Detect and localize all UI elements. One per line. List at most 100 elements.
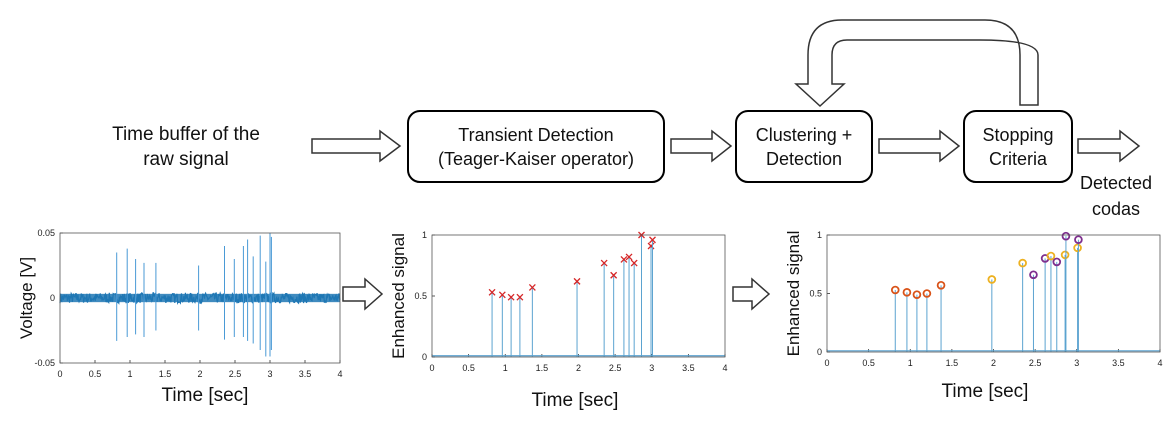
x-tick-label: 2.5 xyxy=(229,369,242,379)
raw-signal-xlabel: Time [sec] xyxy=(161,385,249,406)
x-tick-label: 1 xyxy=(127,369,132,379)
clustered-signal-xlabel: Time [sec] xyxy=(941,381,1029,402)
x-tick-label: 3.5 xyxy=(682,363,695,373)
plot-frame xyxy=(826,234,1161,353)
x-tick-label: 2 xyxy=(197,369,202,379)
x-marker-stroke xyxy=(625,253,633,261)
x-marker-stroke xyxy=(507,293,515,301)
data-point-x xyxy=(507,293,515,301)
x-tick-label: 1.5 xyxy=(159,369,172,379)
data-point-x xyxy=(620,255,628,263)
data-point-circle xyxy=(890,285,900,295)
output-label: Detected codas xyxy=(1070,170,1162,222)
x-marker-stroke xyxy=(516,293,524,301)
x-tick-label: 4 xyxy=(1157,358,1162,368)
x-tick-label: 1 xyxy=(503,363,508,373)
x-tick-label: 4 xyxy=(722,363,727,373)
data-point-x xyxy=(610,271,618,279)
clustering-line2: Detection xyxy=(765,148,843,169)
x-marker-stroke xyxy=(630,259,638,267)
data-point-circle xyxy=(1046,251,1056,261)
y-tick-label: 0.5 xyxy=(414,291,427,301)
x-tick-label: 3 xyxy=(1074,358,1079,368)
x-tick-label: 2.5 xyxy=(1029,358,1042,368)
data-point-circle xyxy=(1018,258,1027,268)
x-tick-label: 0 xyxy=(57,369,62,379)
stopping-line2: Criteria xyxy=(988,148,1047,169)
x-tick-label: 1.5 xyxy=(536,363,549,373)
arrow-input-to-transient xyxy=(311,129,402,163)
data-point-circle xyxy=(1029,270,1038,280)
x-tick-label: 1.5 xyxy=(946,358,959,368)
input-label: Time buffer of the raw signal xyxy=(86,122,286,172)
x-tick-label: 1 xyxy=(908,358,913,368)
x-tick-label: 0 xyxy=(429,363,434,373)
y-tick-label: 0 xyxy=(50,293,55,303)
x-marker-stroke xyxy=(498,291,506,299)
x-tick-label: 0.5 xyxy=(462,363,475,373)
arrow-clustering-to-stopping xyxy=(878,129,961,163)
x-tick-label: 0 xyxy=(824,358,829,368)
noise-band xyxy=(60,293,340,303)
stopping-criteria-box: Stopping Criteria xyxy=(963,110,1073,183)
transient-line1: Transient Detection xyxy=(458,124,614,145)
data-point-x xyxy=(488,288,496,296)
data-point-circle xyxy=(1061,231,1071,241)
data-point-circle xyxy=(902,288,912,297)
plot-frame xyxy=(431,234,726,358)
y-tick-label: -0.05 xyxy=(34,358,55,368)
data-point-circle xyxy=(1052,257,1062,267)
input-label-line1: Time buffer of the xyxy=(112,124,260,145)
transient-detection-box: Transient Detection (Teager-Kaiser opera… xyxy=(407,110,665,183)
data-point-x xyxy=(647,242,655,250)
output-line2: codas xyxy=(1091,199,1141,219)
x-tick-label: 3.5 xyxy=(299,369,312,379)
x-marker-stroke xyxy=(528,284,536,291)
clustering-line1: Clustering + xyxy=(755,124,853,145)
y-tick-label: 1 xyxy=(422,230,427,240)
data-point-x xyxy=(528,284,536,291)
x-tick-label: 3 xyxy=(267,369,272,379)
arrow-transient-to-clustering xyxy=(670,129,733,163)
data-point-x xyxy=(600,259,608,267)
y-tick-label: 0 xyxy=(817,347,822,357)
data-point-circle xyxy=(1060,250,1070,260)
x-tick-label: 2 xyxy=(991,358,996,368)
y-axis-label: Enhanced signal xyxy=(389,233,408,359)
y-tick-label: 0.05 xyxy=(37,228,55,238)
x-marker-stroke xyxy=(620,255,628,263)
x-marker-stroke xyxy=(573,277,581,285)
x-marker-stroke xyxy=(600,259,608,267)
input-label-line2: raw signal xyxy=(143,149,229,170)
y-tick-label: 0 xyxy=(422,352,427,362)
arrow-plot2-to-plot3 xyxy=(732,277,771,311)
y-tick-label: 0.5 xyxy=(809,289,822,299)
data-point-circle xyxy=(912,290,922,299)
data-point-x xyxy=(625,253,633,261)
x-tick-label: 3.5 xyxy=(1112,358,1125,368)
arrow-plot1-to-plot2 xyxy=(342,277,384,311)
y-axis-label: Enhanced signal xyxy=(784,231,803,357)
data-point-x xyxy=(630,259,638,267)
y-axis-label: Voltage [V] xyxy=(17,257,36,339)
x-tick-label: 0.5 xyxy=(89,369,102,379)
data-point-circle xyxy=(936,281,946,290)
x-marker-stroke xyxy=(649,236,656,244)
x-tick-label: 4 xyxy=(337,369,342,379)
data-point-x xyxy=(573,277,581,285)
x-tick-label: 0.5 xyxy=(862,358,875,368)
x-marker-stroke xyxy=(610,271,618,279)
x-tick-label: 2.5 xyxy=(609,363,622,373)
x-marker-stroke xyxy=(488,288,496,296)
stopping-line1: Stopping xyxy=(982,124,1054,145)
x-tick-label: 2 xyxy=(576,363,581,373)
data-point-circle xyxy=(987,275,997,284)
clustering-box: Clustering + Detection xyxy=(735,110,873,183)
data-point-circle xyxy=(1074,235,1083,244)
enhanced-signal-xlabel: Time [sec] xyxy=(531,390,619,411)
data-point-x xyxy=(649,236,656,244)
